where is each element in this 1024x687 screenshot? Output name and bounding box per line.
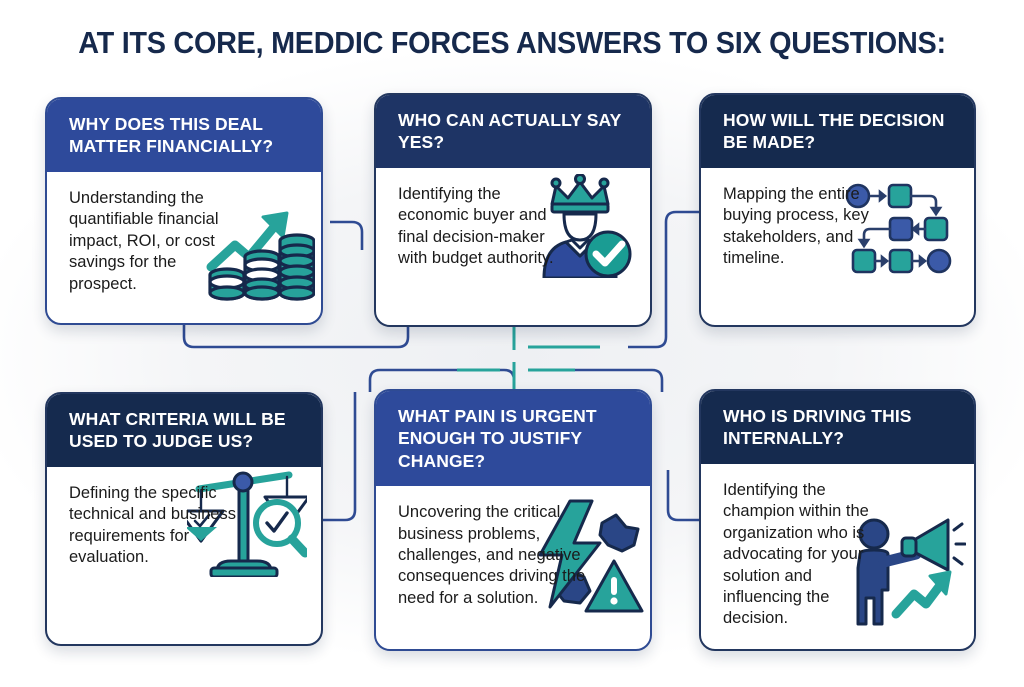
card-body: Identifying the economic buyer and final… <box>376 168 650 284</box>
process-flowchart-icon <box>844 180 964 276</box>
card-body: Uncovering the critical business problem… <box>376 486 650 623</box>
card-description: Mapping the entire buying process, key s… <box>723 184 869 268</box>
question-card-why-deal-matters[interactable]: WHY DOES THIS DEAL MATTER FINANCIALLY? U… <box>45 97 323 325</box>
card-header: WHO IS DRIVING THIS INTERNALLY? <box>701 391 974 464</box>
card-description: Uncovering the critical business problem… <box>398 503 586 607</box>
card-body: Identifying the champion within the orga… <box>701 464 974 644</box>
card-body: Understanding the quantifiable financial… <box>47 172 321 309</box>
card-description: Understanding the quantifiable financial… <box>69 188 219 293</box>
page-title: AT ITS CORE, MEDDIC FORCES ANSWERS TO SI… <box>78 25 946 60</box>
card-header: WHY DOES THIS DEAL MATTER FINANCIALLY? <box>47 99 321 172</box>
growth-coins-icon <box>205 195 316 307</box>
card-header: WHAT PAIN IS URGENT ENOUGH TO JUSTIFY CH… <box>376 391 650 487</box>
card-description: Identifying the champion within the orga… <box>723 480 869 628</box>
question-card-what-pain-urgent[interactable]: WHAT PAIN IS URGENT ENOUGH TO JUSTIFY CH… <box>374 389 652 651</box>
question-card-how-decision-made[interactable]: HOW WILL THE DECISION BE MADE? Mapping t… <box>699 93 976 327</box>
card-header: WHAT CRITERIA WILL BE USED TO JUDGE US? <box>47 394 321 467</box>
crowned-buyer-check-icon <box>530 172 634 280</box>
question-card-who-driving-internally[interactable]: WHO IS DRIVING THIS INTERNALLY? Identify… <box>699 389 976 651</box>
card-header: WHO CAN ACTUALLY SAY YES? <box>376 95 650 168</box>
question-card-who-says-yes[interactable]: WHO CAN ACTUALLY SAY YES? Identifying th… <box>374 93 652 327</box>
scales-magnifier-icon <box>177 453 311 579</box>
card-body: Mapping the entire buying process, key s… <box>701 168 974 284</box>
card-body: Defining the specific technical and busi… <box>47 467 321 583</box>
megaphone-champion-icon <box>844 506 967 630</box>
card-description: Identifying the economic buyer and final… <box>398 184 554 268</box>
lightning-warning-gears-icon <box>526 497 644 617</box>
card-header: HOW WILL THE DECISION BE MADE? <box>701 95 974 168</box>
card-description: Defining the specific technical and busi… <box>69 483 236 567</box>
question-card-what-criteria[interactable]: WHAT CRITERIA WILL BE USED TO JUDGE US? … <box>45 392 323 646</box>
